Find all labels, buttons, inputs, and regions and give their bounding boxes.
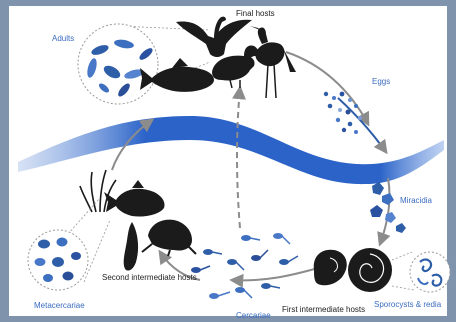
- egg: [342, 128, 346, 132]
- metacercaria: [71, 252, 81, 260]
- metacercaria: [57, 238, 68, 247]
- metacercaria: [52, 257, 64, 267]
- metacercaria: [63, 272, 74, 281]
- metacercaria: [35, 258, 46, 266]
- snail-icon: [348, 248, 392, 292]
- metacercaria: [43, 274, 53, 282]
- label-cercariae: Cercariae: [236, 311, 271, 320]
- metacercaria: [38, 240, 50, 249]
- egg: [348, 122, 353, 127]
- egg: [336, 118, 340, 122]
- egg: [358, 116, 362, 120]
- egg: [340, 92, 345, 97]
- label-adults: Adults: [52, 34, 74, 43]
- egg: [354, 130, 358, 134]
- label-miracidia: Miracidia: [400, 196, 433, 205]
- egg: [354, 104, 358, 108]
- label-second-intermediate-hosts: Second intermediate hosts: [102, 273, 197, 282]
- egg: [338, 108, 342, 112]
- egg: [324, 92, 328, 96]
- egg: [332, 96, 336, 100]
- label-first-intermediate-hosts: First intermediate hosts: [282, 305, 365, 314]
- label-eggs: Eggs: [372, 77, 390, 86]
- egg: [328, 104, 333, 109]
- label-final-hosts: Final hosts: [236, 9, 275, 18]
- label-sporocysts-redia: Sporocysts & redia: [374, 300, 442, 309]
- egg: [346, 110, 351, 115]
- egg: [348, 98, 352, 102]
- label-metacercariae: Metacercariae: [34, 301, 85, 310]
